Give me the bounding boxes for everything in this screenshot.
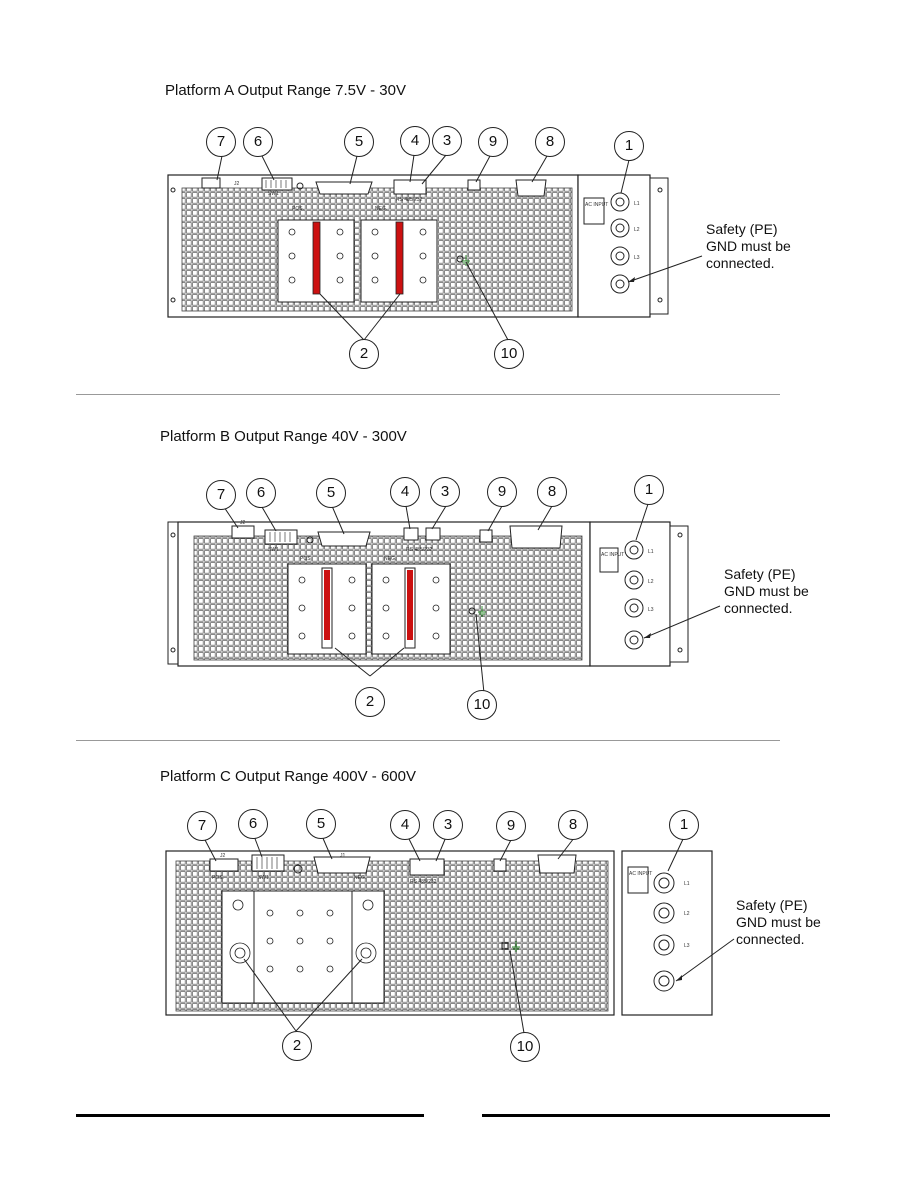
callout-9: 9 — [496, 811, 526, 841]
label-pos: POS. — [300, 556, 312, 562]
safety-line-2: GND must be — [724, 583, 809, 599]
safety-line-1: Safety (PE) — [706, 221, 778, 237]
label-ac: AC INPUT — [601, 552, 624, 558]
label-neg: NEG. — [384, 556, 396, 562]
label-pos: POS. — [292, 206, 304, 212]
label-j1: J1 — [340, 853, 346, 859]
callout-8: 8 — [558, 810, 588, 840]
platform-c-title: Platform C Output Range 400V - 600V — [160, 768, 416, 785]
footer-rule-left — [76, 1114, 424, 1117]
callout-5: 5 — [344, 127, 374, 157]
callout-6: 6 — [243, 127, 273, 157]
callout-4: 4 — [400, 126, 430, 156]
label-l2: L2 — [634, 227, 640, 233]
label-j2: J2 — [234, 181, 240, 187]
label-rs: RS 485/232 — [410, 879, 437, 885]
callout-1: 1 — [614, 131, 644, 161]
callout-9: 9 — [478, 127, 508, 157]
callout-8: 8 — [535, 127, 565, 157]
safety-line-2: GND must be — [706, 238, 791, 254]
platform-b-section: Platform B Output Range 40V - 300V J2 SW… — [0, 400, 918, 740]
footer-rule-right — [482, 1114, 830, 1117]
safety-line-3: connected. — [736, 931, 805, 947]
section-divider-1 — [76, 394, 780, 395]
safety-line-1: Safety (PE) — [736, 897, 808, 913]
safety-line-1: Safety (PE) — [724, 566, 796, 582]
callout-3: 3 — [432, 126, 462, 156]
bus-bar-negative — [395, 221, 404, 295]
callout-3: 3 — [433, 810, 463, 840]
callout-3: 3 — [430, 477, 460, 507]
bus-bar-positive — [324, 570, 330, 640]
label-l3: L3 — [684, 943, 690, 949]
callout-8: 8 — [537, 477, 567, 507]
label-neg: NEG. — [354, 875, 366, 881]
platform-a-rear-panel-drawing: J2 SW1 RS 485/232 POS. NEG. AC INPUT L1 … — [167, 154, 703, 341]
platform-c-section: Platform C Output Range 400V - 600V J2 S… — [0, 745, 918, 1090]
label-l2: L2 — [648, 579, 654, 585]
label-neg: NEG. — [375, 206, 387, 212]
bus-bar-negative — [407, 570, 413, 640]
label-rs: RS 485/232 — [396, 197, 423, 203]
safety-line-2: GND must be — [736, 914, 821, 930]
label-l1: L1 — [648, 549, 654, 555]
platform-a-section: Platform A Output Range 7.5V - 30V J2 SW… — [0, 0, 918, 400]
label-sw1: SW1 — [268, 547, 279, 553]
platform-b-rear-panel-drawing: J2 SW1 RS 485/232 POS. NEG. AC INPUT L1 … — [167, 503, 721, 694]
callout-6: 6 — [238, 809, 268, 839]
label-rs: RS 485/232 — [406, 547, 433, 553]
safety-line-3: connected. — [706, 255, 775, 271]
label-sw1: SW1 — [268, 191, 279, 197]
label-j2: J2 — [220, 853, 226, 859]
callout-6: 6 — [246, 478, 276, 508]
label-l2: L2 — [684, 911, 690, 917]
callout-2: 2 — [282, 1031, 312, 1061]
callout-7: 7 — [206, 480, 236, 510]
label-l3: L3 — [648, 607, 654, 613]
label-l3: L3 — [634, 255, 640, 261]
label-l1: L1 — [684, 881, 690, 887]
safety-pe-note: Safety (PE) GND must be connected. — [706, 221, 791, 272]
callout-10: 10 — [494, 339, 524, 369]
label-l1: L1 — [634, 201, 640, 207]
callout-5: 5 — [316, 478, 346, 508]
section-divider-2 — [76, 740, 780, 741]
safety-pe-note: Safety (PE) GND must be connected. — [724, 566, 809, 617]
safety-line-3: connected. — [724, 600, 793, 616]
label-sw1: SW1 — [258, 875, 269, 881]
label-j2: J2 — [240, 520, 246, 526]
callout-4: 4 — [390, 810, 420, 840]
callout-10: 10 — [510, 1032, 540, 1062]
platform-a-title: Platform A Output Range 7.5V - 30V — [165, 82, 406, 99]
callout-2: 2 — [355, 687, 385, 717]
callout-9: 9 — [487, 477, 517, 507]
label-ac: AC INPUT — [629, 871, 652, 877]
callout-5: 5 — [306, 809, 336, 839]
callout-1: 1 — [634, 475, 664, 505]
label-ac: AC INPUT — [585, 202, 608, 208]
platform-b-title: Platform B Output Range 40V - 300V — [160, 428, 407, 445]
callout-4: 4 — [390, 477, 420, 507]
callout-2: 2 — [349, 339, 379, 369]
platform-c-rear-panel-drawing: J2 SW1 POS. NEG. J1 RS 485/232 AC INPUT — [165, 835, 735, 1034]
callout-1: 1 — [669, 810, 699, 840]
bus-bar-positive — [312, 221, 321, 295]
label-pos: POS. — [212, 875, 224, 881]
callout-7: 7 — [187, 811, 217, 841]
safety-pe-note: Safety (PE) GND must be connected. — [736, 897, 821, 948]
callout-7: 7 — [206, 127, 236, 157]
callout-10: 10 — [467, 690, 497, 720]
